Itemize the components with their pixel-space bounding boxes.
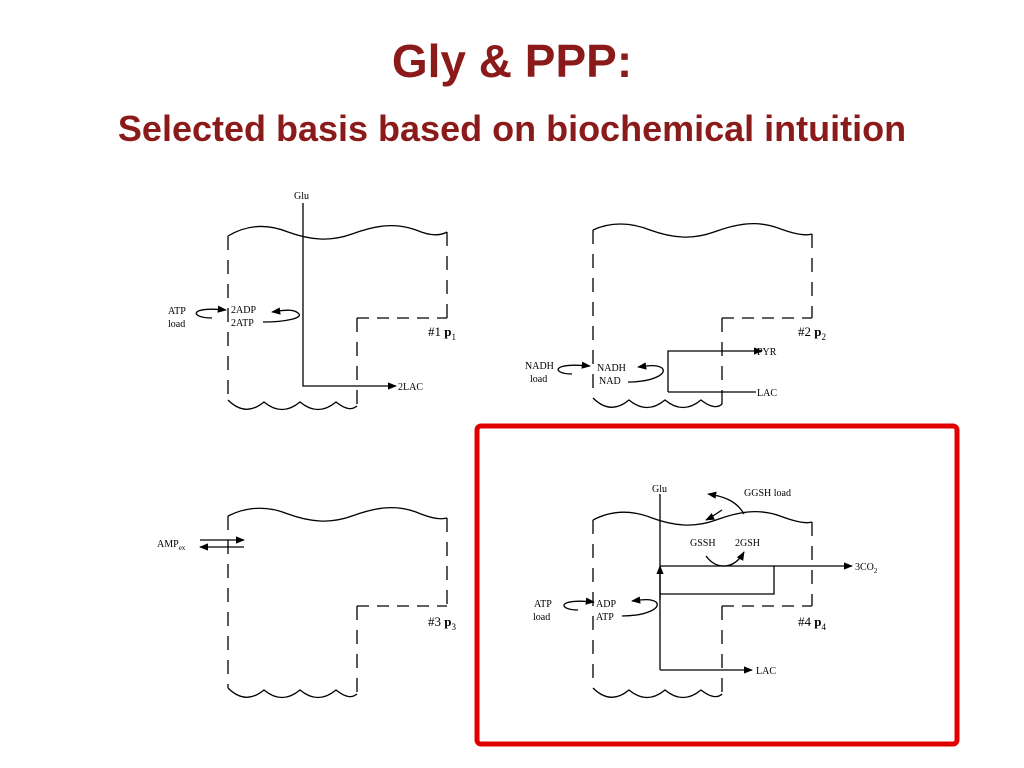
adp-label: ADP	[596, 599, 616, 610]
svg-text:#1 p1: #1 p1	[428, 324, 456, 342]
svg-text:#2 p2: #2 p2	[798, 324, 826, 342]
highlight-box	[474, 423, 960, 747]
panel-number: #1	[428, 324, 441, 339]
p-subscript: 1	[451, 332, 456, 342]
nadh-load-arrow	[557, 361, 591, 375]
panel-2-labels: NADH load NADH NAD PYR LAC #2 p2	[525, 324, 826, 399]
svg-text:#4 p4: #4 p4	[798, 614, 826, 632]
cell-top-membrane	[227, 507, 448, 522]
nadh-load-label: NADH	[525, 361, 554, 372]
gssh-2gsh-arrow	[705, 551, 745, 567]
atp-product-label: 2ATP	[231, 318, 254, 329]
panel-3-labels: AMPex #3 p3	[157, 539, 456, 632]
ggsh-load-arrow	[707, 491, 745, 515]
amp-subscript: ex	[179, 544, 186, 552]
panel-1-labels: Glu ATP load 2ADP 2ATP 2LAC #1 p1	[168, 191, 456, 393]
p-subscript: 3	[451, 622, 456, 632]
2gsh-label: 2GSH	[735, 538, 760, 549]
atp-label: ATP	[168, 306, 186, 317]
panel-4-labels: Glu GGSH load GSSH 2GSH 3CO2 ATP load AD…	[533, 484, 878, 677]
ggsh-load-label: GGSH load	[744, 488, 791, 499]
glu-label: Glu	[294, 191, 309, 202]
atp-label: ATP	[596, 612, 614, 623]
co2-label: 3CO	[855, 562, 874, 573]
cell-bottom-membrane	[227, 687, 358, 699]
panel-1	[195, 203, 448, 411]
cell-top-membrane	[227, 225, 448, 240]
glu-flux-arrow	[302, 203, 397, 390]
svg-text:AMPex: AMPex	[157, 539, 186, 552]
page-title: Gly & PPP:	[391, 35, 633, 87]
panel-3	[199, 507, 448, 699]
load-label: load	[533, 612, 550, 623]
cell-bottom-membrane	[592, 687, 723, 699]
cell-bottom-membrane	[227, 399, 358, 411]
panel-2	[557, 223, 813, 409]
glu-label: Glu	[652, 484, 667, 495]
co2-subscript: 2	[874, 567, 878, 575]
p-label: p	[444, 324, 451, 339]
atp-load-arrow	[195, 305, 227, 319]
panel-number: #3	[428, 614, 441, 629]
nadh-label: NADH	[597, 363, 626, 374]
load-label: load	[530, 374, 547, 385]
panel-number: #2	[798, 324, 811, 339]
ppp-loop	[660, 566, 775, 595]
svg-text:3CO2: 3CO2	[855, 562, 878, 575]
adp-label: 2ADP	[231, 305, 256, 316]
lac-label: LAC	[756, 666, 776, 677]
amp-label: AMP	[157, 539, 179, 550]
panel-4	[563, 491, 853, 699]
lac-label: 2LAC	[398, 382, 423, 393]
gssh-label: GSSH	[690, 538, 716, 549]
lac-label: LAC	[757, 388, 777, 399]
panel-number: #4	[798, 614, 812, 629]
pyr-label: PYR	[757, 347, 777, 358]
cell-top-membrane	[592, 511, 813, 526]
p-subscript: 4	[821, 622, 826, 632]
page-subtitle: Selected basis based on biochemical intu…	[117, 108, 907, 149]
load-label: load	[168, 319, 185, 330]
nad-label: NAD	[599, 376, 621, 387]
atp-load-label: ATP	[534, 599, 552, 610]
cell-top-membrane	[592, 223, 813, 238]
p-label: p	[814, 614, 821, 629]
atp-load-arrow	[563, 597, 595, 611]
p-label: p	[814, 324, 821, 339]
p-subscript: 2	[821, 332, 826, 342]
p-label: p	[444, 614, 451, 629]
pyr-lac-branch	[667, 347, 763, 392]
cell-bottom-membrane	[592, 397, 723, 409]
svg-text:#3 p3: #3 p3	[428, 614, 456, 632]
